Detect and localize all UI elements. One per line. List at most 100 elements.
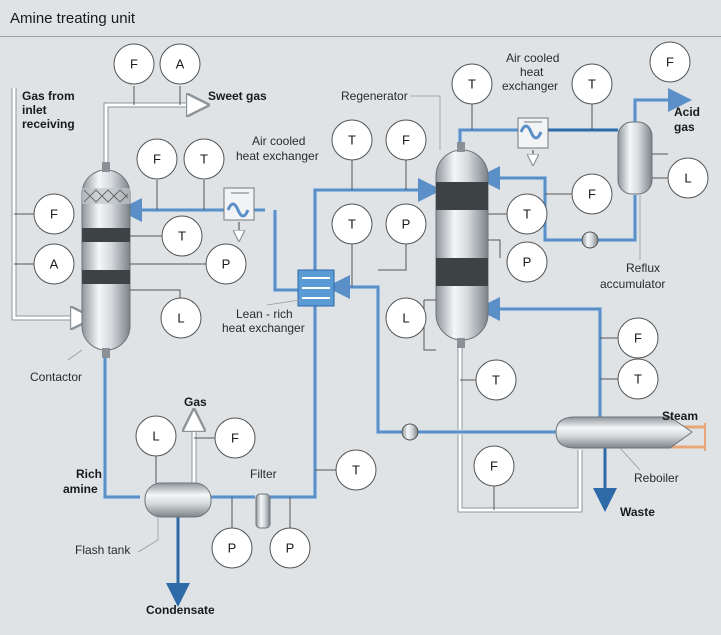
instrument-bubble: L xyxy=(135,415,177,457)
svg-text:F: F xyxy=(130,57,138,72)
instrument-bubble: F xyxy=(214,417,256,459)
svg-text:F: F xyxy=(490,459,498,474)
instrument-bubble: T xyxy=(617,358,659,400)
instrument-bubble: T xyxy=(506,193,548,235)
svg-text:F: F xyxy=(634,331,642,346)
svg-text:F: F xyxy=(153,152,161,167)
instrument-bubble: T xyxy=(451,63,493,105)
instruments: F A F T F A T P L T F T P T T F L F T P … xyxy=(33,41,709,569)
air-cooled-hx-2-label-3: exchanger xyxy=(502,79,558,93)
instrument-bubble: F xyxy=(571,173,613,215)
contactor-label: Contactor xyxy=(30,370,82,384)
flash-tank-vessel xyxy=(144,482,212,518)
sweet-gas-label: Sweet gas xyxy=(208,89,267,103)
instrument-bubble: F xyxy=(649,41,691,83)
svg-text:P: P xyxy=(402,217,411,232)
svg-text:T: T xyxy=(348,217,356,232)
svg-text:T: T xyxy=(352,463,360,478)
instrument-bubble: F xyxy=(617,317,659,359)
svg-text:L: L xyxy=(684,171,691,186)
reflux-pump xyxy=(581,231,599,249)
air-cooled-heat-exchanger-2 xyxy=(517,117,549,160)
svg-text:T: T xyxy=(468,77,476,92)
gas-inlet-label-2: inlet xyxy=(22,103,47,117)
svg-text:P: P xyxy=(222,257,231,272)
svg-text:L: L xyxy=(177,311,184,326)
instrument-bubble: T xyxy=(335,449,377,491)
instrument-bubble: A xyxy=(159,43,201,85)
instrument-bubble: L xyxy=(385,297,427,339)
instrument-bubble: T xyxy=(331,203,373,245)
air-cooled-hx-2-label-1: Air cooled xyxy=(506,51,559,65)
instrument-bubble: F xyxy=(473,445,515,487)
title-divider xyxy=(0,36,721,37)
equipment-labels: Gas from inlet receiving Sweet gas Air c… xyxy=(22,51,700,617)
instrument-bubble: L xyxy=(160,297,202,339)
svg-text:F: F xyxy=(588,187,596,202)
regenerator-label: Regenerator xyxy=(341,89,408,103)
reflux-accumulator-vessel xyxy=(617,121,653,195)
lean-amine-pump xyxy=(401,423,419,441)
svg-text:T: T xyxy=(492,373,500,388)
svg-text:F: F xyxy=(402,133,410,148)
svg-text:L: L xyxy=(152,429,159,444)
svg-text:T: T xyxy=(178,229,186,244)
diagram-title: Amine treating unit xyxy=(10,10,136,27)
filter-unit xyxy=(255,493,271,529)
instrument-bubble: T xyxy=(161,215,203,257)
svg-text:F: F xyxy=(231,431,239,446)
instrument-bubble: P xyxy=(205,243,247,285)
svg-text:P: P xyxy=(228,541,237,556)
lean-rich-hx-label-1: Lean - rich xyxy=(236,307,293,321)
regenerator-vessel xyxy=(435,142,489,348)
rich-amine-label-2: amine xyxy=(63,482,98,496)
reboiler-label: Reboiler xyxy=(634,471,679,485)
gas-inlet-label-3: receiving xyxy=(22,117,75,131)
air-cooled-hx-1-label-1: Air cooled xyxy=(252,134,305,148)
filter-label: Filter xyxy=(250,467,277,481)
rich-amine-label-1: Rich xyxy=(76,467,102,481)
steam-label: Steam xyxy=(662,409,698,423)
instrument-bubble: A xyxy=(33,243,75,285)
instrument-bubble: F xyxy=(33,193,75,235)
instrument-bubble: F xyxy=(385,119,427,161)
svg-text:P: P xyxy=(523,255,532,270)
instrument-bubble: F xyxy=(113,43,155,85)
instrument-bubble: T xyxy=(331,119,373,161)
leader-lines xyxy=(67,95,641,553)
signal-lines xyxy=(14,86,668,530)
instrument-bubble: T xyxy=(183,138,225,180)
lean-rich-heat-exchanger xyxy=(297,269,335,307)
instrument-bubble: T xyxy=(475,359,517,401)
instrument-bubble: P xyxy=(211,527,253,569)
instrument-bubble: P xyxy=(506,241,548,283)
instrument-bubble: T xyxy=(571,63,613,105)
gas-inlet-label-1: Gas from xyxy=(22,89,75,103)
acid-gas-label-1: Acid xyxy=(674,105,700,119)
reboiler-unit xyxy=(555,416,693,449)
svg-text:T: T xyxy=(200,152,208,167)
waste-label: Waste xyxy=(620,505,655,519)
svg-text:T: T xyxy=(634,372,642,387)
instrument-bubble: P xyxy=(385,203,427,245)
air-cooled-hx-1-label-2: heat exchanger xyxy=(236,149,319,163)
air-cooled-hx-2-label-2: heat xyxy=(520,65,544,79)
svg-text:A: A xyxy=(176,57,185,72)
gas-label: Gas xyxy=(184,395,207,409)
flash-tank-label: Flash tank xyxy=(75,543,131,557)
svg-text:A: A xyxy=(50,257,59,272)
svg-text:L: L xyxy=(402,311,409,326)
lean-rich-hx-label-2: heat exchanger xyxy=(222,321,305,335)
svg-text:T: T xyxy=(588,77,596,92)
svg-text:T: T xyxy=(523,207,531,222)
reflux-accumulator-label-1: Reflux xyxy=(626,261,660,275)
instrument-bubble: L xyxy=(667,157,709,199)
acid-gas-label-2: gas xyxy=(674,120,695,134)
svg-text:F: F xyxy=(50,207,58,222)
air-cooled-heat-exchanger-1 xyxy=(223,187,255,236)
svg-text:P: P xyxy=(286,541,295,556)
instrument-bubble: F xyxy=(136,138,178,180)
reflux-accumulator-label-2: accumulator xyxy=(600,277,665,291)
